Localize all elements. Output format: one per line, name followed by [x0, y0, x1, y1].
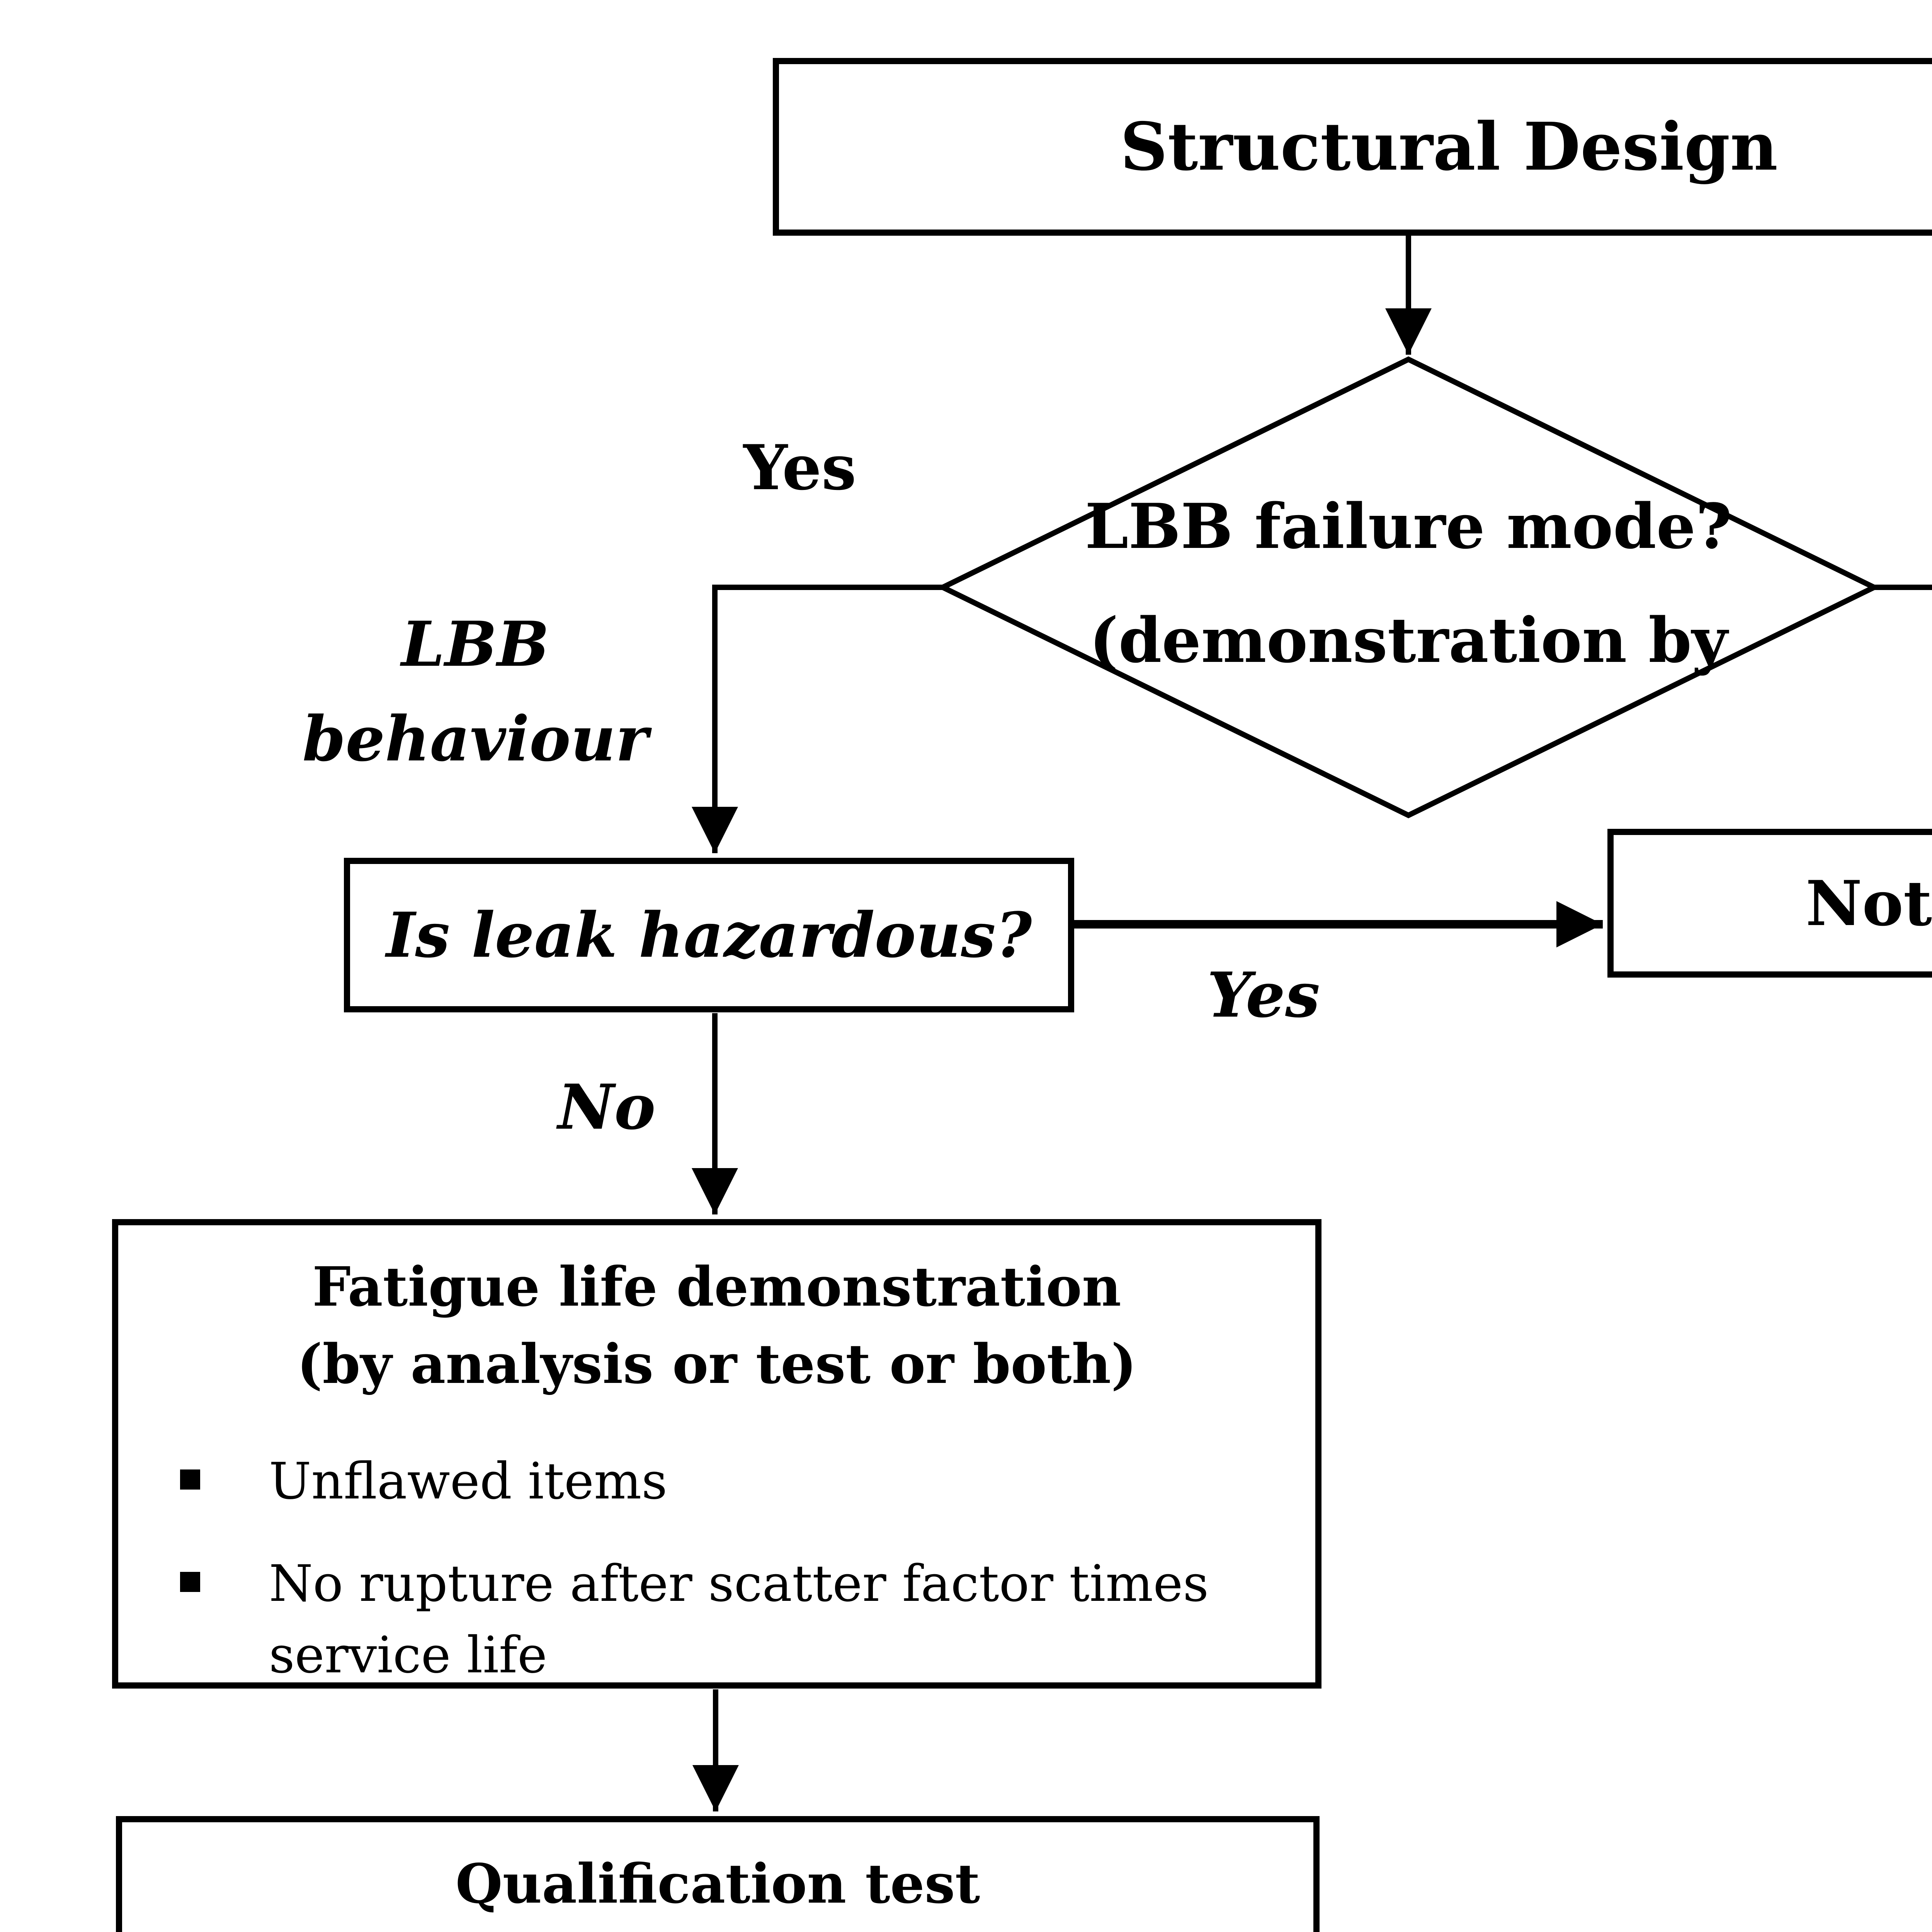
edge-label-leak-no: No	[558, 1071, 656, 1143]
node-fatigue-life-demonstration: Fatigue life demonstration (by analysis …	[112, 1219, 1321, 1689]
node-qualification-test: Qualification test Proof pressure test V…	[116, 1816, 1320, 1932]
decision-line2: (demonstration by	[1089, 604, 1728, 677]
decision-line1: LBB failure mode?	[1085, 490, 1732, 563]
node-not-cryostat-spe: Not cryostat SPE	[1607, 829, 1932, 978]
structural-design-label: Structural Design	[1120, 108, 1778, 185]
fatigue-bullet-2: No rupture after scatter factor times se…	[180, 1548, 1315, 1691]
fatigue-bullet-1: Unflawed items	[180, 1446, 1315, 1517]
arrow-decision-no-to-spe	[1874, 585, 1932, 590]
node-is-leak-hazardous: Is leak hazardous?	[344, 858, 1074, 1012]
decision-diamond	[937, 356, 1880, 818]
square-bullet-icon	[180, 1572, 200, 1592]
not-cryostat-spe-label: Not cryostat SPE	[1805, 867, 1932, 940]
edge-label-decision-yes: Yes	[743, 431, 857, 504]
node-lbb-failure-mode-text: LBB failure mode? (demonstration by	[943, 469, 1874, 697]
square-bullet-icon	[180, 1469, 200, 1490]
node-structural-design: Structural Design	[773, 58, 1932, 236]
arrow-decision-yes-to-leak	[692, 585, 943, 853]
edge-label-leak-yes: Yes	[1207, 959, 1320, 1031]
fatigue-title: Fatigue life demonstration (by analysis …	[297, 1255, 1137, 1396]
edge-label-lbb-behaviour: LBB behaviour	[302, 608, 648, 775]
qualification-title: Qualification test	[455, 1852, 980, 1916]
is-leak-hazardous-label: Is leak hazardous?	[386, 899, 1032, 971]
